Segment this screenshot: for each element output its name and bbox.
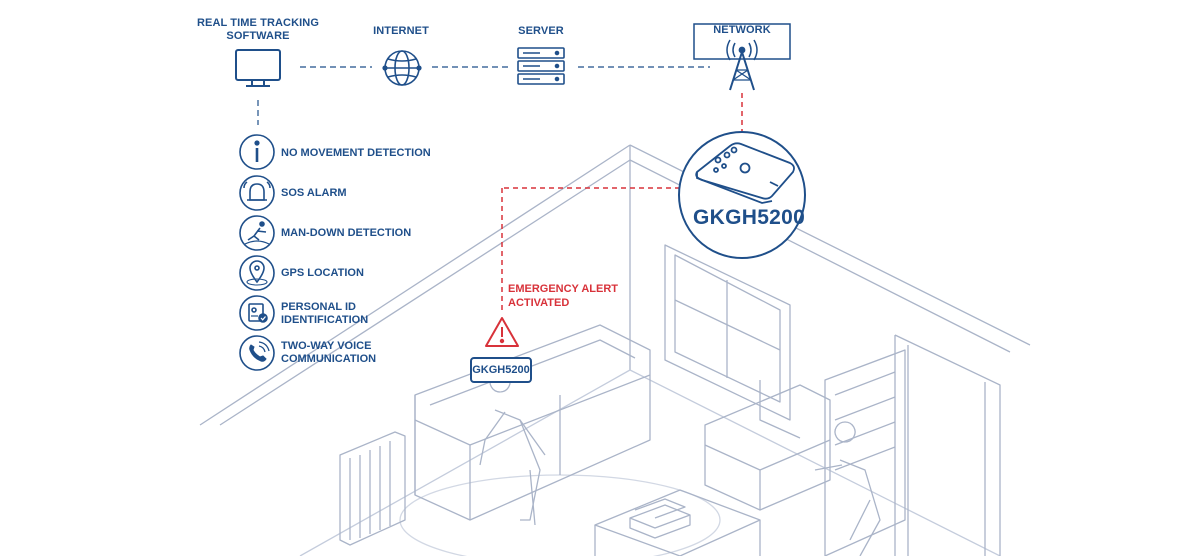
room-illustration [199, 144, 1031, 556]
globe-icon [382, 50, 422, 86]
tracker-device-icon [695, 142, 795, 204]
feature-label-no-movement: NO MOVEMENT DETECTION [281, 147, 431, 159]
node-label-software: REAL TIME TRACKING SOFTWARE [197, 17, 319, 42]
info-icon [239, 134, 275, 170]
node-label-internet: INTERNET [373, 25, 429, 37]
id-badge-icon [239, 295, 275, 331]
monitor-icon [235, 49, 281, 87]
server-icon [517, 47, 565, 85]
device-name-label: GKGH5200 [693, 206, 806, 229]
feature-label-gps: GPS LOCATION [281, 267, 364, 279]
phone-icon [239, 335, 275, 371]
device-tag: GKGH5200 [470, 357, 532, 383]
emergency-alert-text: EMERGENCY ALERT ACTIVATED [508, 283, 619, 309]
man-down-icon [239, 215, 275, 251]
feature-icons [239, 134, 275, 371]
warning-triangle-icon [485, 317, 519, 347]
feature-label-personal-id: PERSONAL ID IDENTIFICATION [281, 301, 369, 326]
network-link-lines [257, 66, 710, 125]
feature-label-sos-alarm: SOS ALARM [281, 187, 347, 199]
node-label-server: SERVER [518, 25, 564, 37]
node-label-network: NETWORK [713, 24, 771, 36]
cell-tower-icon [726, 39, 758, 91]
location-pin-icon [239, 255, 275, 291]
feature-label-two-way-voice: TWO-WAY VOICE COMMUNICATION [281, 340, 377, 365]
device-callout [678, 131, 806, 259]
alert-signal-path [501, 93, 743, 310]
network-label-box [693, 23, 791, 60]
feature-label-man-down: MAN-DOWN DETECTION [281, 227, 412, 239]
alarm-bell-icon [239, 175, 275, 211]
